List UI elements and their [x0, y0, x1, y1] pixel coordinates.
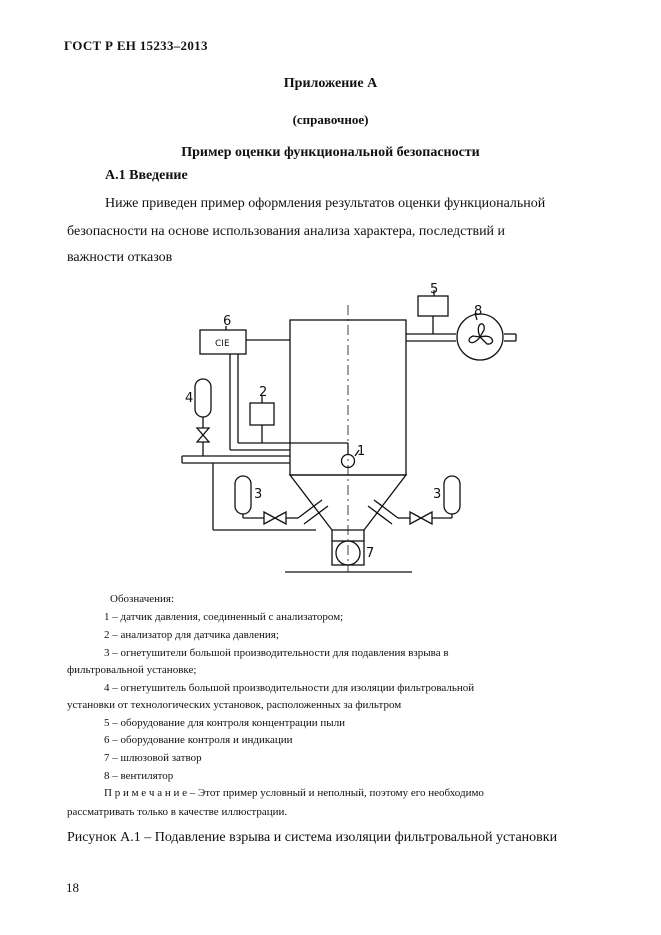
legend-item: 2 – анализатор для датчика давления; [104, 629, 279, 641]
legend-item: фильтровальной установке; [67, 664, 197, 676]
isolation-valve [195, 427, 211, 443]
fan-blade [477, 323, 485, 339]
legend-item: 6 – оборудование контроля и индикации [104, 734, 293, 746]
legend-item: 5 – оборудование для контроля концентрац… [104, 717, 346, 729]
body-line-2: безопасности на основе использования ана… [67, 224, 506, 239]
legend-item: установки от технологических установок, … [67, 699, 402, 711]
control-indication-box [199, 329, 247, 355]
fan [456, 313, 504, 361]
label-1: 1 [357, 444, 365, 459]
body-line-1: Ниже приведен пример оформления результа… [105, 196, 546, 211]
appendix-subtitle: (справочное) [292, 112, 369, 127]
document-header: ГОСТ Р ЕН 15233–2013 [64, 38, 208, 53]
appendix-title: Приложение А [283, 76, 378, 91]
legend-item: 1 – датчик давления, соединенный с анали… [104, 611, 344, 623]
label-3-left: 3 [254, 487, 262, 502]
label-7: 7 [366, 546, 374, 561]
fan-blade [468, 335, 482, 344]
body-line-3: важности отказов [67, 250, 173, 265]
dust-monitor [417, 295, 449, 317]
page-number: 18 [66, 880, 79, 895]
legend-item: 3 – огнетушители большой производительно… [104, 647, 449, 659]
label-3-right: 3 [433, 487, 441, 502]
label-4: 4 [185, 391, 193, 406]
section-title: А.1 Введение [105, 168, 188, 183]
suppressor-valve-right [409, 510, 433, 526]
isolation-extinguisher [194, 378, 212, 418]
rotary-valve [335, 540, 361, 566]
fan-blade [478, 335, 494, 345]
legend-item: 7 – шлюзовой затвор [104, 752, 202, 764]
note-label: П р и м е ч а н и е – [104, 787, 196, 799]
legend-item: 4 – огнетушитель большой производительно… [104, 682, 475, 694]
legend-title: Обозначения: [110, 593, 175, 605]
figure-caption: Рисунок А.1 – Подавление взрыва и систем… [67, 830, 558, 845]
label-cie: CIE [215, 339, 230, 349]
suppressor-right [443, 475, 461, 515]
label-5: 5 [430, 282, 438, 297]
appendix-heading: Пример оценки функциональной безопасност… [181, 145, 480, 160]
note-text: Этот пример условный и неполный, поэтому… [195, 787, 484, 799]
legend-item: 8 – вентилятор [104, 770, 174, 782]
label-2: 2 [259, 385, 267, 400]
label-6: 6 [223, 314, 231, 329]
label-8: 8 [474, 304, 482, 319]
figure-note-cont: рассматривать только в качестве иллюстра… [67, 806, 288, 818]
figure-note: П р и м е ч а н и е – Этот пример условн… [104, 787, 484, 799]
suppressor-valve-left [263, 510, 287, 526]
pressure-analyzer [249, 402, 275, 426]
suppressor-left [234, 475, 252, 515]
